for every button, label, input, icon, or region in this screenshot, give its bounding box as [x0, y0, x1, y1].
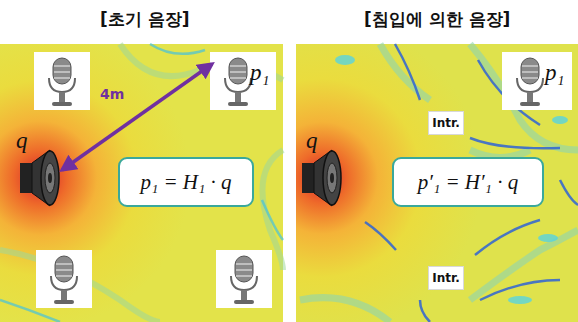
intrusion-marker: Intr. [428, 111, 464, 135]
panel-heading: [초기 음장] [100, 8, 189, 31]
source-symbol: q [306, 128, 318, 154]
intrusion-marker: Intr. [428, 266, 464, 290]
transfer-formula-box: p₁ = H₁ · q [118, 157, 254, 207]
marker-text: Intr. [432, 116, 460, 130]
microphone-icon [216, 250, 272, 308]
transfer-formula-box: p′₁ = H′₁ · q [392, 157, 544, 207]
pressure-symbol: p₁ [545, 60, 565, 86]
formula-text: p′₁ = H′₁ · q [418, 170, 518, 195]
panel-heading: [침입에 의한 음장] [364, 8, 510, 31]
microphone-icon [36, 250, 92, 308]
distance-label: 4m [100, 86, 124, 102]
pressure-symbol: p₁ [250, 60, 270, 86]
marker-text: Intr. [432, 271, 460, 285]
formula-text: p₁ = H₁ · q [140, 170, 231, 195]
distance-arrow [62, 64, 212, 170]
speaker-icon [302, 150, 341, 206]
source-symbol: q [16, 128, 28, 154]
microphone-icon [34, 52, 90, 110]
speaker-icon [20, 150, 59, 206]
